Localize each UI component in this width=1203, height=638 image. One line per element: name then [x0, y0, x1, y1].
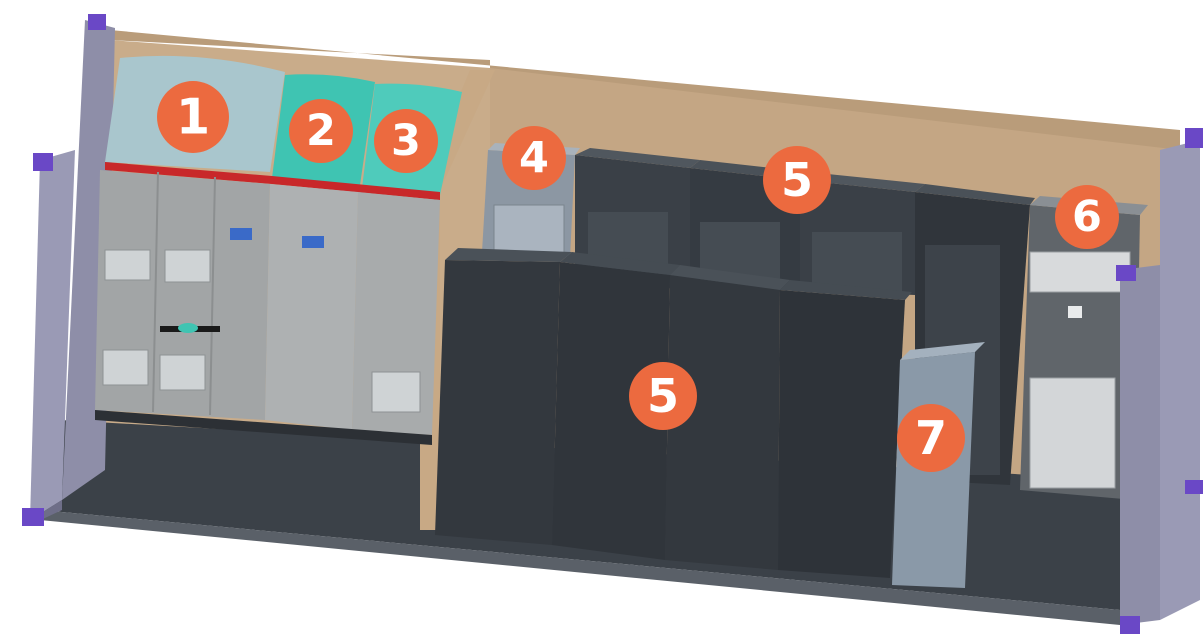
callout-label: 6 [1072, 192, 1102, 242]
callout-label: 1 [176, 89, 210, 146]
callout-label: 7 [915, 411, 947, 465]
corner-cast-bottom-right [1120, 616, 1140, 634]
corner-cast-top-right [1185, 128, 1203, 148]
callout-7: 7 [897, 404, 965, 472]
callout-label: 5 [647, 369, 679, 423]
ac-label [1068, 306, 1082, 318]
callout-label: 2 [306, 106, 336, 156]
callout-1: 1 [157, 81, 229, 153]
callout-label: 4 [519, 133, 549, 183]
corner-cast-top-left [88, 14, 106, 30]
display-screen [230, 228, 252, 240]
switchgear-2-body [265, 184, 358, 430]
corner-cast-right-lower [1185, 480, 1203, 494]
callout-2: 2 [289, 99, 353, 163]
callout-label: 3 [391, 116, 421, 166]
callout-4: 4 [502, 126, 566, 190]
corner-cast-mid-left [33, 153, 53, 171]
ac-vent-grille [1030, 252, 1130, 292]
callout-5a: 5 [763, 146, 831, 214]
display-screen [302, 236, 324, 248]
callout-6: 6 [1055, 185, 1119, 249]
callout-3: 3 [374, 109, 438, 173]
callout-label: 5 [781, 153, 813, 207]
ac-lower-grille [1030, 378, 1115, 488]
corner-cast-mid-right [1116, 265, 1136, 281]
callout-5b: 5 [629, 362, 697, 430]
corner-cast-bottom-left [22, 508, 44, 526]
